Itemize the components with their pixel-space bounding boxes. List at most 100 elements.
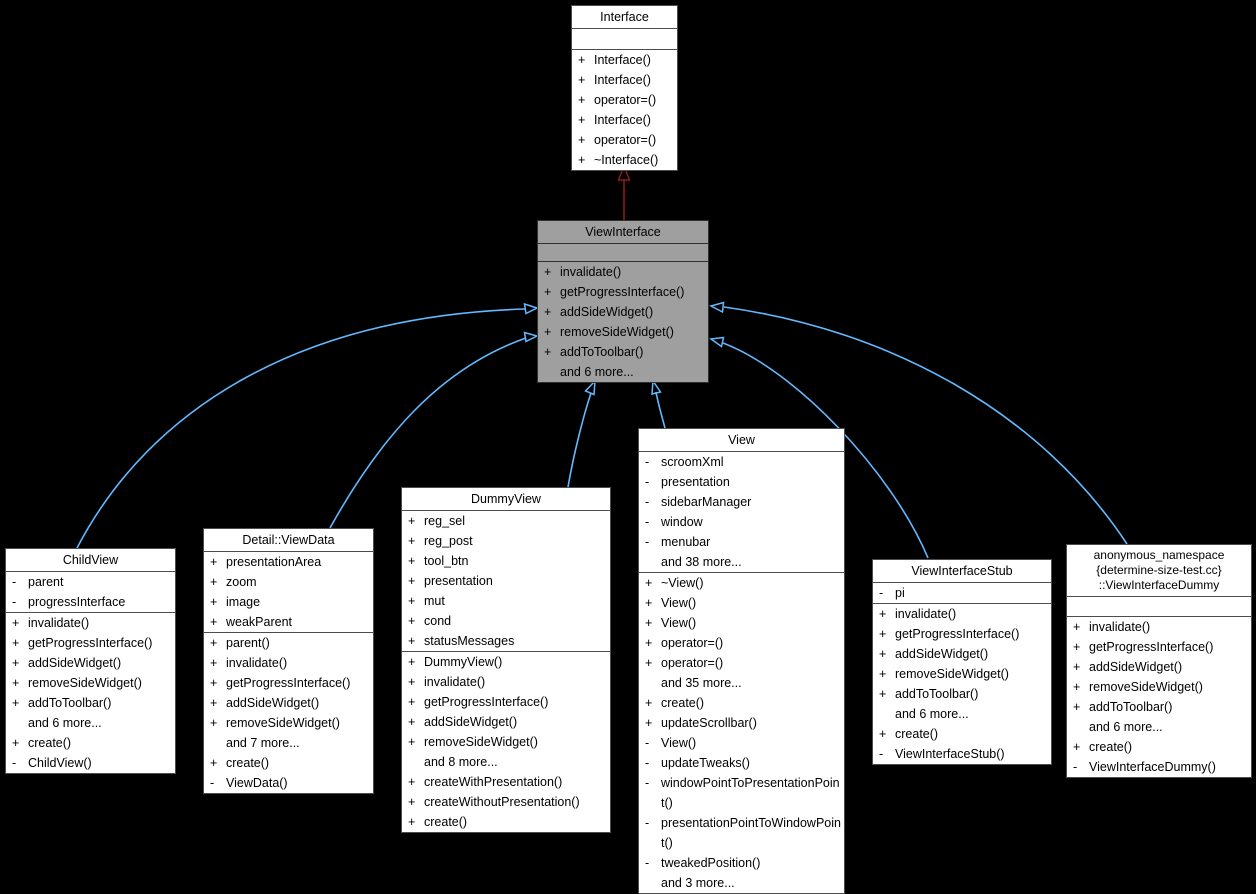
- member-text: getProgressInterface(): [895, 627, 1020, 641]
- visibility-prefix: -: [12, 595, 17, 609]
- member-row: +create(): [402, 812, 610, 832]
- visibility-prefix: [408, 752, 424, 772]
- attributes-section: +presentationArea+zoom+image+weakParent: [204, 551, 373, 632]
- class-node-dummyview[interactable]: DummyView +reg_sel+reg_post+tool_btn+pre…: [401, 487, 611, 833]
- member-row: +View(): [639, 613, 844, 633]
- visibility-prefix: +: [544, 265, 552, 279]
- class-title[interactable]: anonymous_namespace {determine-size-test…: [1093, 548, 1225, 592]
- class-node-view[interactable]: View -scroomXml-presentation-sidebarMana…: [638, 428, 845, 894]
- class-title[interactable]: ViewInterfaceStub: [911, 564, 1013, 578]
- member-text: image: [226, 595, 261, 609]
- visibility-prefix: -: [645, 455, 650, 469]
- member-text: ~Interface(): [594, 153, 659, 167]
- visibility-prefix: +: [1073, 740, 1081, 754]
- member-text: getProgressInterface(): [226, 676, 351, 690]
- member-row: -pi: [873, 583, 1051, 603]
- member-row: +create(): [639, 693, 844, 713]
- member-text: Interface(): [594, 53, 651, 67]
- class-node-childview[interactable]: ChildView -parent-progressInterface +inv…: [5, 548, 176, 774]
- member-row: +getProgressInterface(): [6, 633, 175, 653]
- class-node-interface[interactable]: Interface +Interface()+Interface()+opera…: [571, 5, 678, 171]
- member-text: and 8 more...: [424, 755, 498, 769]
- visibility-prefix: [645, 673, 661, 693]
- member-row: +updateScrollbar(): [639, 713, 844, 733]
- visibility-prefix: +: [879, 727, 887, 741]
- visibility-prefix: -: [645, 535, 650, 549]
- methods-section: +Interface()+Interface()+operator=()+Int…: [572, 49, 677, 170]
- member-row: +DummyView(): [402, 652, 610, 672]
- attributes-section: -scroomXml-presentation-sidebarManager-w…: [639, 451, 844, 572]
- visibility-prefix: +: [578, 133, 586, 147]
- member-text: addSideWidget(): [1089, 660, 1183, 674]
- class-title[interactable]: View: [728, 433, 755, 447]
- class-node-viewinterface[interactable]: ViewInterface +invalidate()+getProgressI…: [537, 220, 709, 383]
- class-title[interactable]: Interface: [600, 10, 649, 24]
- member-text: createWithPresentation(): [424, 775, 563, 789]
- class-node-viewdata[interactable]: Detail::ViewData +presentationArea+zoom+…: [203, 528, 374, 794]
- member-row: +image: [204, 592, 373, 612]
- member-text: addSideWidget(): [28, 656, 122, 670]
- member-row: +invalidate(): [402, 672, 610, 692]
- visibility-prefix: +: [1073, 660, 1081, 674]
- member-row: +removeSideWidget(): [538, 322, 708, 342]
- member-text: addSideWidget(): [424, 715, 518, 729]
- visibility-prefix: -: [645, 856, 650, 870]
- member-row: +cond: [402, 611, 610, 631]
- visibility-prefix: +: [408, 614, 416, 628]
- member-text: removeSideWidget(): [1089, 680, 1203, 694]
- member-text: Interface(): [594, 73, 651, 87]
- member-text: ViewInterfaceDummy(): [1089, 760, 1216, 774]
- visibility-prefix: +: [12, 616, 20, 630]
- visibility-prefix: +: [408, 554, 416, 568]
- member-row: and 6 more...: [1067, 717, 1251, 737]
- visibility-prefix: +: [12, 636, 20, 650]
- member-row: +invalidate(): [6, 613, 175, 633]
- visibility-prefix: +: [879, 667, 887, 681]
- visibility-prefix: -: [645, 816, 650, 830]
- member-text: getProgressInterface(): [1089, 640, 1214, 654]
- member-row: +getProgressInterface(): [402, 692, 610, 712]
- visibility-prefix: +: [408, 514, 416, 528]
- member-row: and 7 more...: [204, 733, 373, 753]
- member-text: mut: [424, 594, 445, 608]
- class-node-viewinterfacedummy[interactable]: anonymous_namespace {determine-size-test…: [1066, 544, 1252, 778]
- member-text: addSideWidget(): [560, 305, 654, 319]
- member-row: +~Interface(): [572, 150, 677, 170]
- member-text: updateScrollbar(): [661, 716, 757, 730]
- member-text: and 38 more...: [661, 555, 742, 569]
- visibility-prefix: +: [408, 815, 416, 829]
- member-row: +removeSideWidget(): [1067, 677, 1251, 697]
- member-text: View(): [661, 616, 697, 630]
- visibility-prefix: +: [408, 715, 416, 729]
- class-title[interactable]: Detail::ViewData: [242, 533, 335, 547]
- class-title[interactable]: DummyView: [471, 492, 541, 506]
- visibility-prefix: -: [645, 756, 650, 770]
- methods-section: +invalidate()+getProgressInterface()+add…: [6, 612, 175, 773]
- member-text: invalidate(): [560, 265, 622, 279]
- member-row: -tweakedPosition(): [639, 853, 844, 873]
- visibility-prefix: +: [408, 594, 416, 608]
- arrowhead-childview: [523, 302, 539, 315]
- member-text: weakParent: [226, 615, 293, 629]
- visibility-prefix: +: [1073, 700, 1081, 714]
- member-row: + addSideWidget(): [402, 712, 610, 732]
- member-row: +parent(): [204, 633, 373, 653]
- arrowhead-viewinterfacedummy: [708, 301, 725, 314]
- attributes-section: +reg_sel+reg_post+tool_btn+presentation+…: [402, 510, 610, 651]
- member-text: window: [661, 515, 703, 529]
- visibility-prefix: +: [408, 695, 416, 709]
- member-text: and 7 more...: [226, 736, 300, 750]
- visibility-prefix: +: [645, 596, 653, 610]
- visibility-prefix: +: [1073, 620, 1081, 634]
- member-text: ViewData(): [226, 776, 288, 790]
- class-title[interactable]: ViewInterface: [585, 225, 661, 239]
- class-title[interactable]: ChildView: [62, 553, 119, 567]
- member-text: addSideWidget(): [226, 696, 320, 710]
- member-text: invalidate(): [226, 656, 288, 670]
- member-text: invalidate(): [424, 675, 486, 689]
- member-row: -ViewInterfaceStub(): [873, 744, 1051, 764]
- visibility-prefix: -: [1073, 760, 1078, 774]
- class-node-viewinterfacestub[interactable]: ViewInterfaceStub -pi +invalidate()+getP…: [872, 559, 1052, 765]
- member-row: +presentationArea: [204, 552, 373, 572]
- member-row: -sidebarManager: [639, 492, 844, 512]
